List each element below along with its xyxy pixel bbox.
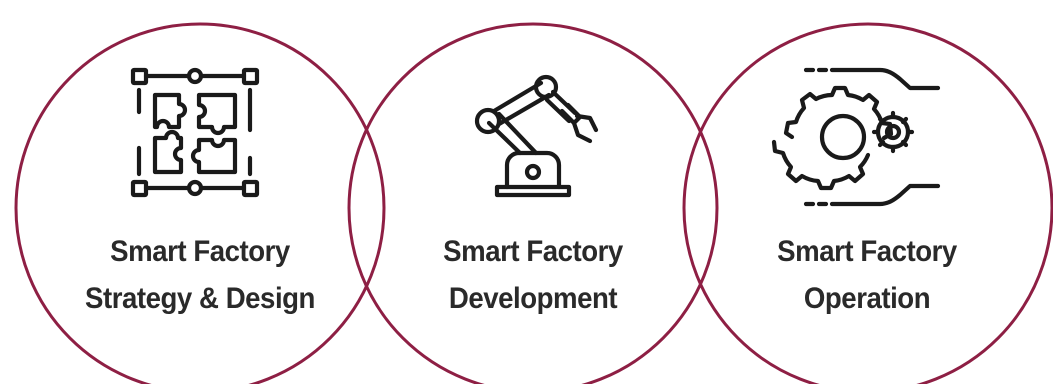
hand-gears-icon (771, 67, 941, 207)
segment-label-operation: Smart Factory Operation (715, 228, 1019, 322)
segment-label-development: Smart Factory Development (381, 228, 685, 322)
segment-label-line2: Operation (803, 282, 931, 315)
segment-label-line2: Development (448, 282, 618, 315)
ring-strategy (14, 22, 386, 389)
segment-label-strategy: Smart Factory Strategy & Design (48, 228, 352, 322)
segment-label-line1: Smart Factory (777, 235, 957, 268)
segment-label-line1: Smart Factory (110, 235, 290, 268)
segment-label-line2: Strategy & Design (85, 282, 315, 315)
ring-development (347, 22, 719, 389)
segment-label-line1: Smart Factory (443, 235, 623, 268)
robot-arm-icon (474, 74, 599, 198)
puzzle-icon (130, 67, 260, 198)
ring-operation (682, 22, 1053, 389)
